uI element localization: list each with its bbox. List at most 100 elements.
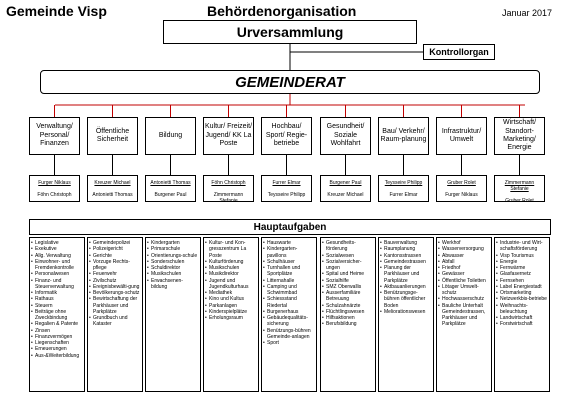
task-list: BauverwaltungRaumplanungKantonsstrassenG… [380,240,432,315]
task-item: Lötager Umwelt-schutz [438,284,490,297]
task-item: Finanzvermögen [31,334,83,341]
task-item: Netzwerkbis-betriebe [496,296,548,303]
date-label: Januar 2017 [502,8,553,18]
task-item: Primarschule [147,246,199,253]
department-box: Infrastruktur/ Umwelt [436,117,487,155]
department-deputy: Gruber Rolet [505,198,534,204]
task-item: Sozialhilfe [322,278,374,285]
department-head: Zimmermann Stefanie [504,180,535,192]
task-item: Glasfasernetz [496,271,548,278]
task-item: Einwohner- und Fremdenkontrolle [31,259,83,272]
task-item: Schiessstand Riedertal [263,296,315,309]
task-item: Hochwasserschutz [438,296,490,303]
task-item: Sport [263,340,315,347]
task-item: Zinsen [31,328,83,335]
department-deputy: Antonietti Thomas [92,192,133,198]
urversammlung-box: Urversammlung [163,20,417,44]
department-name: Verwaltung/ Personal/ Finanzen [36,123,73,148]
department-box: Verwaltung/ Personal/ Finanzen [29,117,80,155]
department-name: Hochbau/ Sport/ Regie-betriebe [265,123,308,148]
task-item: Gewässer [438,271,490,278]
task-list: GemeindepolizeiPolizeigerichtGerichteVor… [89,240,141,328]
task-item: Gesundheits-förderung [322,240,374,253]
task-list: WerkhofWasserversorgungAbwasserAbfallFri… [438,240,490,328]
task-item: Finanz- und Steuerverwaltung [31,278,83,291]
task-item: Exekutive [31,246,83,253]
department-head: Föhn Christoph [211,180,246,186]
task-item: Aus-&Weiterbildung [31,353,83,360]
task-item: Energie [496,259,548,266]
task-item: Turnhallen und Sportplätze [263,265,315,278]
hauptaufgaben-label: Hauptaufgaben [253,221,327,233]
task-item: Regalien & Patente [31,321,83,328]
task-item: Benützungsge-bühren öffentlicher Boden [380,290,432,309]
kontrollorgan-label: Kontrollorgan [429,47,489,57]
department-head: Furger Niklaus [38,180,71,186]
task-item: Industrie- und Wirt-schaftsförderung [496,240,548,253]
task-list: HauswarteKindergarten-pavillonsSchulhäus… [263,240,315,347]
task-item: Werkhof [438,240,490,247]
task-item: Kantonsstrassen [380,253,432,260]
task-column: Kultur- und Kon-gresszentrum La PosteKul… [203,237,259,392]
task-item: Erwachsenen-bildung [147,278,199,291]
task-item: Bewirtschaftung der Parkhäuser und Parkp… [89,296,141,315]
task-item: Gebäudequalitäts-sicherung [263,315,315,328]
task-item: SMZ Oberwallis [322,284,374,291]
department-box: Bau/ Verkehr/ Raum-planung [378,117,429,155]
task-item: Sonderschulen [147,259,199,266]
task-column: Industrie- und Wirt-schaftsförderungVisp… [494,237,550,392]
task-item: Kinderspielplätze [205,309,257,316]
task-list: Gesundheits-förderungSozialwesenSozialve… [322,240,374,328]
task-item: Label Energiestadt [496,284,548,291]
department-name: Gesundheit/ Soziale Wohlfahrt [326,123,365,148]
department-name: Bildung [158,131,183,139]
department-name: Infrastruktur/ Umwelt [441,127,482,143]
task-item: Abwasser [438,253,490,260]
department-deputy: Burgener Paul [154,192,187,198]
task-item: Erneuerungen [31,346,83,353]
task-list: Industrie- und Wirt-schaftsförderungVisp… [496,240,548,328]
task-item: Weihnachts-beleuchtung [496,303,548,316]
task-item: Ereignisbewälti-gung [89,284,141,291]
task-item: Liegenschaften [31,340,83,347]
task-list: Kultur- und Kon-gresszentrum La PosteKul… [205,240,257,322]
task-item: Vorzuge Rechts-pflege [89,259,141,272]
task-column: LegislativeExekutiveAllg. VerwaltungEinw… [29,237,85,392]
task-item: Bauverwaltung [380,240,432,247]
task-item: Legislative [31,240,83,247]
task-item: Flüchtlingswesen [322,309,374,316]
task-item: Abfall [438,259,490,266]
task-item: Schulzahnärzte [322,303,374,310]
task-item: Sozialversicher-ungen [322,259,374,272]
gemeinderat-label: GEMEINDERAT [235,73,345,91]
department-head: Antonietti Thomas [150,180,191,186]
task-column: KindergartenPrimarschuleOrientierungs-sc… [145,237,201,392]
task-item: Fernwärme [496,265,548,272]
department-box: Hochbau/ Sport/ Regie-betriebe [261,117,312,155]
task-item: Bevölkerungs-schutz [89,290,141,297]
task-item: Beiträge ohne Zweckbindung [31,309,83,322]
department-box: Öffentliche Sicherheit [87,117,138,155]
task-item: Burgenerhaus [263,309,315,316]
task-item: Spital und Heime [322,271,374,278]
task-item: Rathaus [31,296,83,303]
department-box: Gesundheit/ Soziale Wohlfahrt [320,117,371,155]
department-name: Öffentliche Sicherheit [95,127,130,143]
task-item: Forstwirtschaft [496,321,548,328]
task-item: Hauswarte [263,240,315,247]
task-item: Parkanlagen [205,303,257,310]
department-head: Gruber Rolet [447,180,476,186]
department-deputy: Föhn Christoph [37,192,72,198]
task-item: Erholungsraum [205,315,257,322]
department-box: Kultur/ Freizeit/ Jugend/ KK La Poste [203,117,254,155]
task-item: Berufsbildung [322,321,374,328]
task-item: Kultur- und Kon-gresszentrum La Poste [205,240,257,259]
task-item: Landwirtschaft [496,315,548,322]
task-item: Camping und Schwimmbad [263,284,315,297]
